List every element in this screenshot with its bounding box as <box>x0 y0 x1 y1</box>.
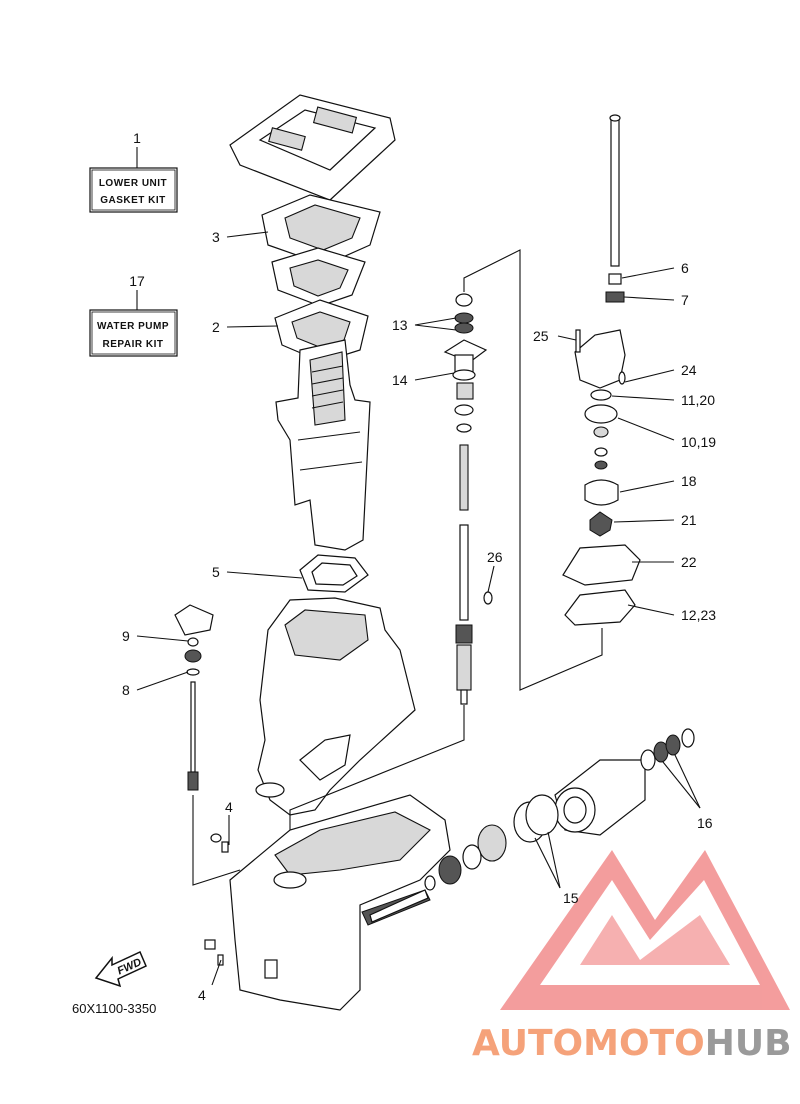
extension-casing-part <box>275 339 371 551</box>
callout-14: 14 <box>392 372 408 388</box>
watermark-part1: AUTOMOTO <box>472 1023 705 1064</box>
callout-13: 13 <box>392 317 408 333</box>
gear-case-part <box>229 794 451 1011</box>
fwd-arrow-icon: FWD <box>94 950 147 988</box>
callout-12-23: 12,23 <box>681 607 716 623</box>
callout-4-lower: 4 <box>198 987 206 1003</box>
callout-22: 22 <box>681 554 697 570</box>
shift-rod-assembly <box>174 604 214 791</box>
kit-box-label-line1: WATER PUMP <box>97 321 169 332</box>
water-pump-assembly <box>562 114 641 626</box>
diagram-code: 60X1100-3350 <box>72 1001 156 1016</box>
kit-box-lower-unit-gasket: 1 LOWER UNIT GASKET KIT <box>89 130 178 213</box>
callout-24: 24 <box>681 362 697 378</box>
callout-16: 16 <box>697 815 713 831</box>
callout-8: 8 <box>122 682 130 698</box>
callout-9: 9 <box>122 628 130 644</box>
svg-text:AUTOMOTOHUB: AUTOMOTOHUB <box>472 1023 792 1064</box>
callout-21: 21 <box>681 512 697 528</box>
watermark-logo <box>500 850 790 1010</box>
drive-shaft-assembly <box>443 293 488 705</box>
kit-box-label-line2: REPAIR KIT <box>103 339 164 350</box>
callout-2: 2 <box>212 319 220 335</box>
watermark-part2: HUB <box>705 1023 792 1064</box>
kit-number-1: 1 <box>133 130 141 146</box>
plate-part <box>271 247 366 307</box>
upper-casing-part <box>229 94 396 201</box>
kit-box-label-line1: LOWER UNIT <box>99 178 167 189</box>
gasket-5-part <box>299 554 369 593</box>
watermark-text: AUTOMOTOHUB <box>472 1023 792 1064</box>
assembly-lines <box>192 249 603 886</box>
callout-26: 26 <box>487 549 503 565</box>
gasket-3-part <box>261 194 381 266</box>
leader-lines <box>136 231 701 986</box>
callout-25: 25 <box>533 328 549 344</box>
callout-15: 15 <box>563 890 579 906</box>
callout-10-19: 10,19 <box>681 434 716 450</box>
callout-5: 5 <box>212 564 220 580</box>
kit-number-17: 17 <box>129 273 145 289</box>
kit-box-label-line2: GASKET KIT <box>100 195 166 206</box>
callout-18: 18 <box>681 473 697 489</box>
callout-3: 3 <box>212 229 220 245</box>
callout-11-20: 11,20 <box>681 392 715 408</box>
callout-7: 7 <box>681 292 689 308</box>
callout-4-upper: 4 <box>225 799 233 815</box>
lower-casing-part <box>255 597 416 816</box>
propeller-shaft-assembly <box>369 728 695 923</box>
callout-numbers: 3 2 5 9 8 4 4 13 14 26 6 7 25 24 11,20 1… <box>122 229 716 1003</box>
kit-box-water-pump-repair: 17 WATER PUMP REPAIR KIT <box>89 273 178 357</box>
callout-6: 6 <box>681 260 689 276</box>
